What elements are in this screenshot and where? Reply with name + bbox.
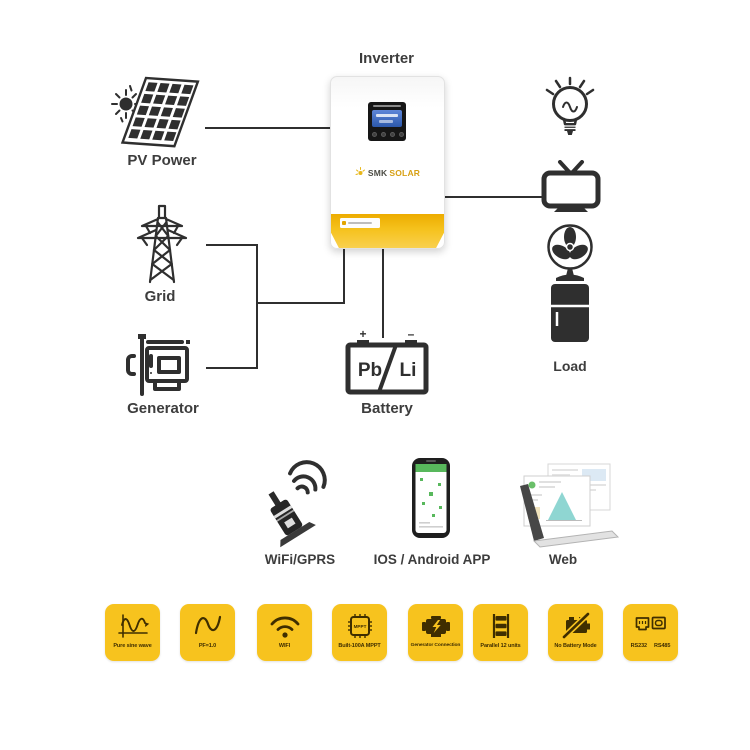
parallel-stack-icon: [484, 609, 518, 643]
connector-junction-to-inverter: [256, 302, 345, 304]
badge-label: PF=1.0: [198, 643, 217, 649]
connector-inverter-to-load: [443, 196, 545, 198]
battery-icon: + – Pb Li: [343, 330, 431, 398]
bulb-icon: [542, 76, 598, 140]
connector-generator-horizontal: [206, 367, 258, 369]
inverter-display: [368, 102, 406, 141]
connector-inverter-drop: [343, 243, 345, 304]
inverter-display-caption: [373, 105, 401, 107]
connector-inverter-to-battery: [382, 246, 384, 338]
inverter-yellow-base: [331, 214, 444, 248]
lcd-segment: [376, 114, 398, 117]
badge-label: No Battery Mode: [554, 643, 597, 649]
brand-logo: SMK SOLAR: [331, 167, 444, 178]
inverter-button: [372, 132, 377, 137]
app-label: IOS / Android APP: [373, 552, 491, 567]
inverter-button: [390, 132, 395, 137]
rs485-label: RS485: [654, 643, 671, 649]
badge-mppt: MPPT Built-100A MPPT: [332, 604, 387, 661]
fan-icon: [540, 220, 600, 282]
inverter-device: SMK SOLAR: [330, 76, 445, 249]
badge-label: Generator Connection: [410, 643, 461, 648]
web-label: Web: [548, 552, 578, 567]
badge-label: Built-100A MPPT: [338, 643, 381, 649]
mppt-chip-icon: MPPT: [342, 609, 378, 643]
badge-label: Parallel 12 units: [480, 643, 521, 649]
smartphone-icon: [410, 456, 452, 540]
battery-pb-text: Pb: [358, 360, 382, 381]
badge-pure-sine-wave: Pure sine wave: [105, 604, 160, 661]
sine-curve-icon: [192, 609, 224, 643]
mppt-chip-text: MPPT: [353, 624, 366, 629]
badge-ports: RS232 RS485: [623, 604, 678, 661]
battery-minus-sign: –: [408, 330, 415, 341]
grid-tower-icon: [130, 192, 194, 284]
tv-icon: [540, 160, 602, 214]
inverter-lcd-screen: [372, 110, 402, 127]
badge-no-battery-mode: No Battery Mode: [548, 604, 603, 661]
badge-label: WIFI: [278, 643, 291, 649]
brand-name-smk: SMK: [367, 167, 388, 178]
badge-label: Pure sine wave: [113, 643, 152, 649]
badge-wifi: WIFI: [257, 604, 312, 661]
battery-plus-sign: +: [359, 330, 366, 341]
generator-icon: [120, 330, 202, 402]
battery-li-text: Li: [400, 360, 417, 381]
badge-generator-connection: Generator Connection: [408, 604, 463, 661]
wifi-dongle-icon: [262, 458, 334, 550]
brand-name-solar: SOLAR: [389, 167, 421, 178]
pv-power-label: PV Power: [127, 152, 197, 169]
inverter-button: [381, 132, 386, 137]
sun-icon: [111, 85, 141, 123]
sine-wave-axes-icon: [116, 609, 150, 643]
wifi-icon: [267, 609, 303, 643]
connector-grid-horizontal: [206, 244, 258, 246]
wifi-gprs-label: WiFi/GPRS: [264, 552, 336, 567]
load-label: Load: [553, 358, 587, 374]
rs232-label: RS232: [630, 643, 647, 649]
lcd-segment: [379, 120, 393, 123]
inverter-spec-sticker: [340, 218, 380, 228]
badge-label: RS232 RS485: [631, 643, 671, 649]
connector-junction-vertical: [256, 244, 258, 369]
grid-label: Grid: [144, 288, 176, 305]
pv-panel-icon: [106, 74, 210, 156]
connector-pv-to-inverter: [205, 127, 333, 129]
no-battery-icon: [559, 609, 593, 643]
battery-label: Battery: [361, 400, 413, 417]
badge-pf: PF=1.0: [180, 604, 235, 661]
inverter-button: [399, 132, 404, 137]
sun-logo-icon: [355, 167, 365, 175]
inverter-label: Inverter: [358, 50, 415, 67]
generator-label: Generator: [127, 400, 199, 417]
fridge-icon: [548, 282, 592, 344]
rs232-rs485-ports-icon: [633, 609, 669, 643]
generator-bolt-icon: [418, 609, 454, 643]
laptop-web-icon: [512, 460, 620, 548]
badge-parallel-units: Parallel 12 units: [473, 604, 528, 661]
